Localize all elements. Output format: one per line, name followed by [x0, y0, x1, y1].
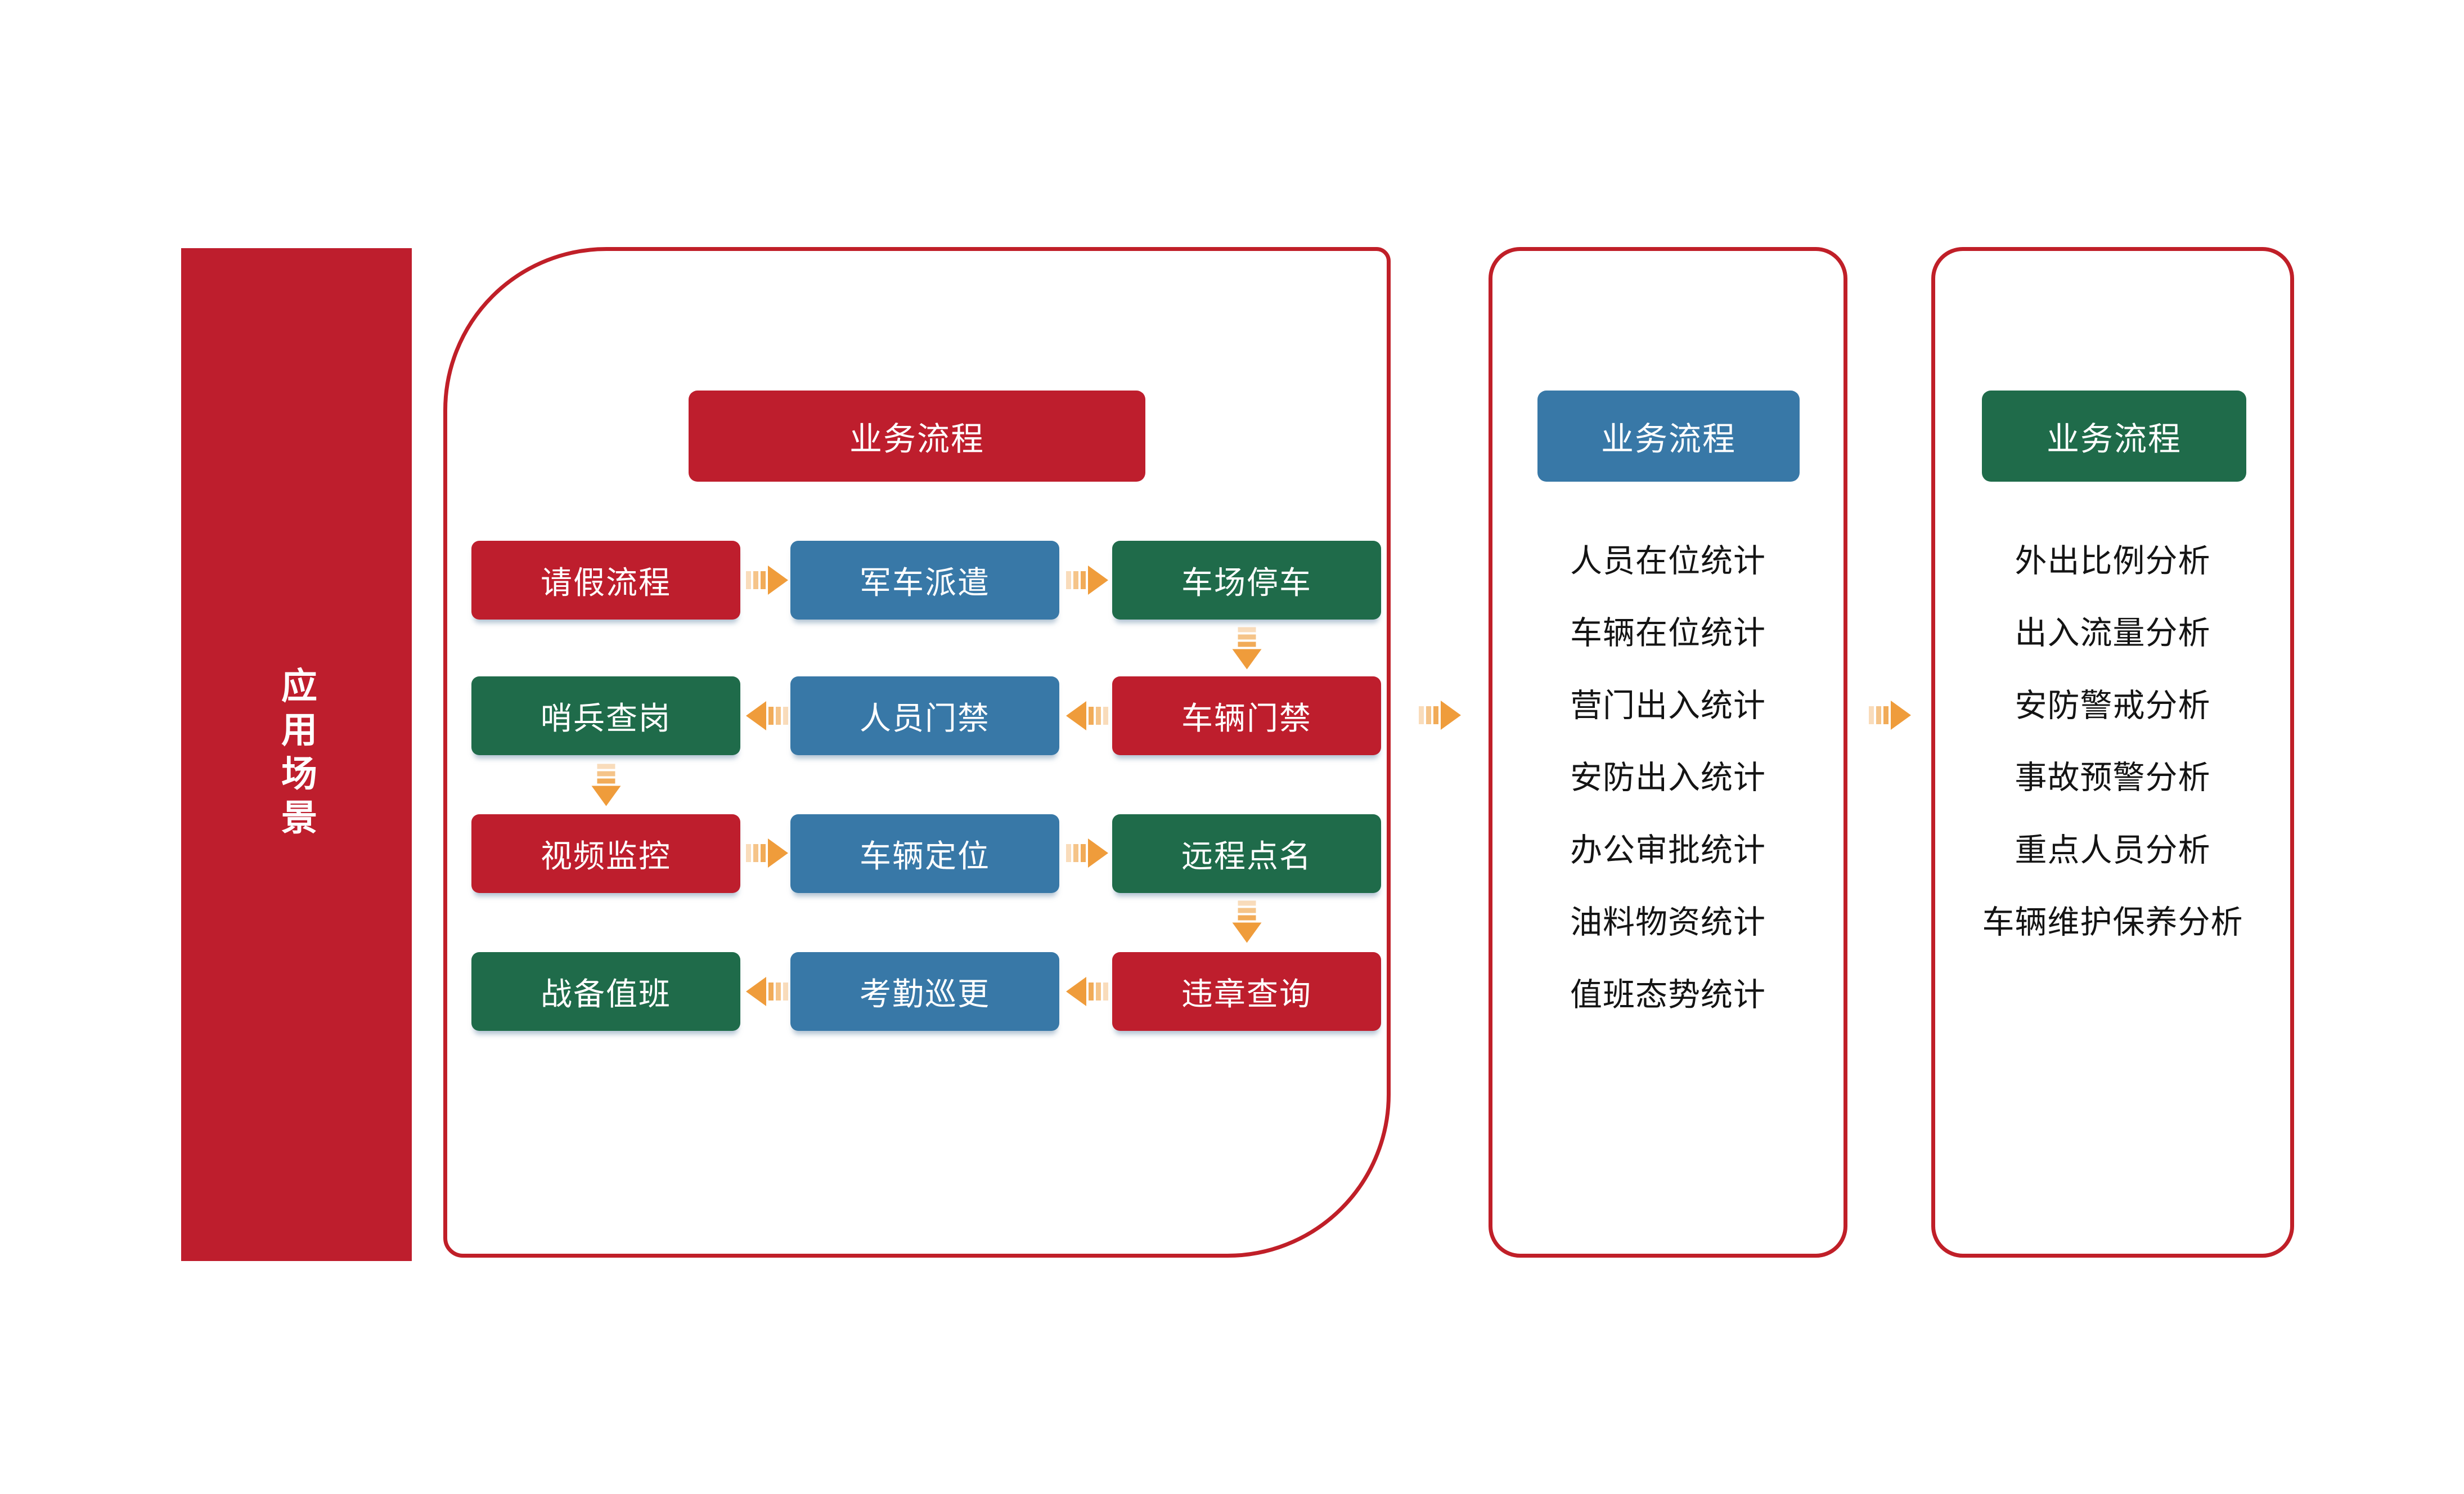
arrow-down-icon	[1232, 900, 1262, 943]
flow-box-r2c1: 哨兵查岗	[471, 676, 740, 755]
stats-item: 办公审批统计	[1492, 822, 1843, 873]
flow-box-label: 哨兵查岗	[541, 700, 671, 736]
stats-item-label: 车辆在位统计	[1570, 615, 1766, 651]
flow-box-r3c3: 远程点名	[1112, 814, 1381, 893]
flow-box-label: 军车派遣	[860, 564, 990, 600]
application-scenarios-title: 应用场景	[276, 667, 317, 842]
application-scenarios-banner: 应用场景	[181, 248, 412, 1261]
flow-box-r1c1: 请假流程	[471, 541, 740, 620]
flow-box-r3c2: 车辆定位	[790, 814, 1059, 893]
arrow-right-icon	[1066, 838, 1108, 868]
analysis-item: 车辆维护保养分析	[1935, 894, 2290, 945]
flow-box-label: 视频监控	[541, 838, 671, 874]
stats-item-label: 安防出入统计	[1570, 760, 1766, 796]
stats-panel-header: 业务流程	[1537, 391, 1800, 482]
arrow-right-icon	[746, 838, 788, 868]
flow-box-r4c2: 考勤巡更	[790, 952, 1059, 1031]
arrow-down-icon	[591, 764, 621, 806]
arrow-left-icon	[746, 977, 788, 1006]
analysis-item: 外出比例分析	[1935, 533, 2290, 584]
flow-box-label: 请假流程	[541, 564, 671, 600]
flow-panel-header: 业务流程	[689, 391, 1145, 482]
stats-item: 值班态势统计	[1492, 967, 1843, 1017]
stats-item: 营门出入统计	[1492, 678, 1843, 728]
flow-box-r1c3: 车场停车	[1112, 541, 1381, 620]
stats-item-label: 油料物资统计	[1570, 904, 1766, 940]
stats-item: 车辆在位统计	[1492, 605, 1843, 656]
flow-box-r2c2: 人员门禁	[790, 676, 1059, 755]
analysis-panel-header: 业务流程	[1982, 391, 2246, 482]
analysis-item: 事故预警分析	[1935, 750, 2290, 800]
analysis-item-label: 事故预警分析	[2015, 760, 2211, 796]
stats-item-label: 营门出入统计	[1570, 688, 1766, 724]
stats-item-label: 人员在位统计	[1570, 543, 1766, 579]
arrow-right-icon	[746, 566, 788, 595]
flow-box-r4c1: 战备值班	[471, 952, 740, 1031]
flow-box-label: 车辆定位	[860, 838, 990, 874]
stats-panel-header-label: 业务流程	[1600, 421, 1736, 457]
flow-box-r4c3: 违章查询	[1112, 952, 1381, 1031]
analysis-panel-header-label: 业务流程	[2046, 421, 2182, 457]
analysis-item-label: 安防警戒分析	[2015, 688, 2211, 724]
flow-box-r2c3: 车辆门禁	[1112, 676, 1381, 755]
flow-box-label: 违章查询	[1181, 976, 1312, 1012]
analysis-item-label: 重点人员分析	[2015, 832, 2211, 868]
flow-box-r3c1: 视频监控	[471, 814, 740, 893]
flow-box-label: 战备值班	[541, 976, 671, 1012]
analysis-item: 出入流量分析	[1935, 605, 2290, 656]
analysis-item-label: 外出比例分析	[2015, 543, 2211, 579]
arrow-left-icon	[1066, 977, 1108, 1006]
analysis-item: 重点人员分析	[1935, 822, 2290, 873]
flow-box-label: 车场停车	[1181, 564, 1312, 600]
arrow-right-icon	[1066, 566, 1108, 595]
arrow-left-icon	[1066, 701, 1108, 730]
arrow-left-icon	[746, 701, 788, 730]
flow-panel-header-label: 业务流程	[849, 421, 984, 457]
flow-box-r1c2: 军车派遣	[790, 541, 1059, 620]
stats-item-label: 值班态势统计	[1570, 977, 1766, 1013]
stats-item: 人员在位统计	[1492, 533, 1843, 584]
stats-item: 油料物资统计	[1492, 894, 1843, 945]
arrow-right-icon	[1869, 701, 1911, 730]
analysis-item: 安防警戒分析	[1935, 678, 2290, 728]
arrow-right-icon	[1419, 701, 1461, 730]
stats-item-label: 办公审批统计	[1570, 832, 1766, 868]
flow-box-label: 人员门禁	[860, 700, 990, 736]
flow-box-label: 车辆门禁	[1181, 700, 1312, 736]
analysis-item-label: 车辆维护保养分析	[1982, 904, 2243, 940]
flow-box-label: 考勤巡更	[860, 976, 990, 1012]
flow-box-label: 远程点名	[1181, 838, 1312, 874]
arrow-down-icon	[1232, 627, 1262, 670]
analysis-item-label: 出入流量分析	[2015, 615, 2211, 651]
stats-item: 安防出入统计	[1492, 750, 1843, 800]
